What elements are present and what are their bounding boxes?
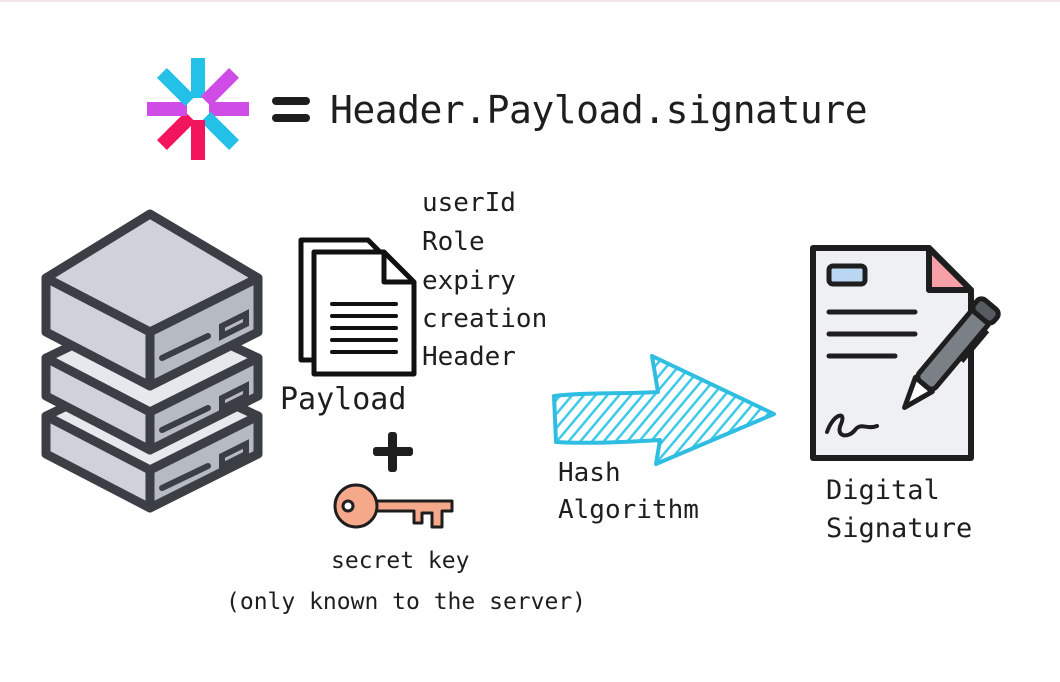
hash-label-line1: Hash — [558, 458, 621, 488]
payload-field-expiry: expiry — [422, 266, 516, 296]
payload-field-header: Header — [422, 342, 516, 372]
hash-algorithm-label: Hash Algorithm — [558, 455, 699, 529]
signature-label-line1: Digital — [826, 475, 940, 506]
documents-icon — [298, 237, 417, 377]
secret-key-label: secret key — [331, 548, 470, 574]
digital-signature-label: Digital Signature — [826, 472, 972, 548]
equals-icon — [272, 97, 310, 122]
payload-field-role: Role — [422, 227, 485, 257]
payload-field-userid: userId — [422, 188, 516, 218]
plus-icon — [373, 432, 413, 472]
signed-document-icon — [810, 245, 1001, 461]
payload-label: Payload — [280, 382, 407, 417]
hash-label-line2: Algorithm — [558, 495, 699, 525]
signature-label-line2: Signature — [826, 513, 973, 544]
jwt-logo-icon — [147, 58, 249, 160]
secret-key-note: (only known to the server) — [226, 589, 587, 615]
jwt-structure-title: Header.Payload.signature — [330, 88, 868, 132]
server-stack-icon — [41, 209, 263, 513]
key-icon — [333, 483, 454, 529]
payload-field-creation: creation — [422, 304, 548, 334]
top-border — [0, 0, 1060, 2]
arrow-icon — [552, 354, 776, 466]
